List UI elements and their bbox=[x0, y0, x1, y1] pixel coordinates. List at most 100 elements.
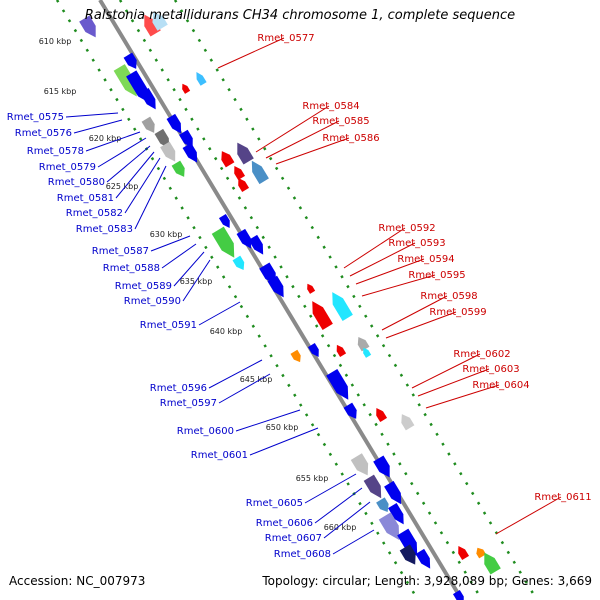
forward-gene-feature[interactable] bbox=[326, 368, 354, 403]
forward-gene-feature[interactable] bbox=[384, 480, 406, 507]
forward-gene-feature[interactable] bbox=[113, 64, 143, 100]
gene-arrow-shape[interactable] bbox=[211, 226, 241, 262]
reverse-gene-feature[interactable] bbox=[247, 158, 269, 185]
gene-label[interactable]: Rmet_0585 bbox=[312, 116, 369, 127]
gene-arrow-shape[interactable] bbox=[79, 15, 101, 40]
gene-label[interactable]: Rmet_0606 bbox=[256, 518, 313, 529]
gene-arrow-shape[interactable] bbox=[171, 160, 189, 180]
forward-gene-feature[interactable] bbox=[415, 548, 435, 571]
forward-gene-feature[interactable] bbox=[171, 160, 189, 180]
gene-label[interactable]: Rmet_0588 bbox=[103, 263, 160, 274]
reverse-gene-feature[interactable] bbox=[355, 335, 370, 352]
gene-arrow-shape[interactable] bbox=[123, 52, 141, 72]
gene-arrow-shape[interactable] bbox=[166, 113, 186, 136]
gene-label[interactable]: Rmet_0598 bbox=[420, 291, 477, 302]
reverse-gene-feature[interactable] bbox=[474, 546, 487, 559]
gene-arrow-shape[interactable] bbox=[355, 335, 370, 352]
gene-label[interactable]: Rmet_0593 bbox=[388, 238, 445, 249]
gene-arrow-shape[interactable] bbox=[373, 406, 388, 423]
gene-label[interactable]: Rmet_0594 bbox=[397, 254, 454, 265]
gene-label[interactable]: Rmet_0597 bbox=[160, 398, 217, 409]
reverse-gene-feature[interactable] bbox=[139, 11, 161, 37]
forward-gene-feature[interactable] bbox=[290, 349, 303, 364]
gene-arrow-shape[interactable] bbox=[384, 480, 406, 507]
gene-label[interactable]: Rmet_0575 bbox=[7, 112, 64, 123]
gene-arrow-shape[interactable] bbox=[307, 342, 322, 359]
gene-label[interactable]: Rmet_0587 bbox=[92, 246, 149, 257]
gene-arrow-shape[interactable] bbox=[290, 349, 303, 364]
gene-label[interactable]: Rmet_0590 bbox=[124, 296, 181, 307]
reverse-gene-feature[interactable] bbox=[327, 289, 353, 321]
gene-arrow-shape[interactable] bbox=[236, 228, 256, 251]
gene-arrow-shape[interactable] bbox=[361, 346, 372, 358]
reverse-gene-feature[interactable] bbox=[232, 139, 254, 165]
forward-gene-feature[interactable] bbox=[141, 116, 159, 136]
gene-label[interactable]: Rmet_0580 bbox=[48, 177, 105, 188]
gene-label[interactable]: Rmet_0579 bbox=[39, 162, 96, 173]
gene-arrow-shape[interactable] bbox=[139, 11, 161, 37]
gene-arrow-shape[interactable] bbox=[350, 453, 373, 479]
forward-gene-feature[interactable] bbox=[350, 453, 373, 479]
gene-arrow-shape[interactable] bbox=[376, 497, 392, 514]
forward-gene-feature[interactable] bbox=[363, 474, 387, 502]
gene-arrow-shape[interactable] bbox=[154, 128, 174, 151]
gene-arrow-shape[interactable] bbox=[452, 589, 467, 600]
gene-label[interactable]: Rmet_0608 bbox=[274, 549, 331, 560]
gene-arrow-shape[interactable] bbox=[399, 544, 421, 567]
gene-arrow-shape[interactable] bbox=[193, 70, 207, 86]
forward-gene-feature[interactable] bbox=[248, 234, 268, 257]
gene-arrow-shape[interactable] bbox=[232, 139, 254, 165]
gene-label[interactable]: Rmet_0581 bbox=[57, 193, 114, 204]
forward-gene-feature[interactable] bbox=[123, 52, 141, 72]
reverse-gene-feature[interactable] bbox=[235, 176, 250, 193]
gene-label[interactable]: Rmet_0595 bbox=[408, 270, 465, 281]
gene-label[interactable]: Rmet_0576 bbox=[15, 128, 72, 139]
gene-label[interactable]: Rmet_0602 bbox=[453, 349, 510, 360]
gene-arrow-shape[interactable] bbox=[326, 368, 354, 403]
gene-arrow-shape[interactable] bbox=[343, 402, 361, 422]
forward-gene-feature[interactable] bbox=[236, 228, 256, 251]
gene-label[interactable]: Rmet_0611 bbox=[534, 492, 591, 503]
gene-arrow-shape[interactable] bbox=[160, 141, 180, 165]
gene-arrow-shape[interactable] bbox=[334, 343, 347, 357]
gene-label[interactable]: Rmet_0583 bbox=[76, 224, 133, 235]
forward-gene-feature[interactable] bbox=[154, 128, 174, 151]
reverse-gene-feature[interactable] bbox=[334, 343, 347, 357]
reverse-gene-feature[interactable] bbox=[455, 544, 470, 561]
forward-gene-feature[interactable] bbox=[343, 402, 361, 422]
reverse-gene-feature[interactable] bbox=[307, 298, 333, 330]
forward-gene-feature[interactable] bbox=[373, 455, 395, 480]
gene-label[interactable]: Rmet_0601 bbox=[191, 450, 248, 461]
gene-arrow-shape[interactable] bbox=[218, 149, 235, 168]
forward-gene-feature[interactable] bbox=[267, 275, 289, 301]
reverse-gene-feature[interactable] bbox=[373, 406, 388, 423]
gene-arrow-shape[interactable] bbox=[363, 474, 387, 502]
forward-gene-feature[interactable] bbox=[179, 129, 197, 151]
gene-label[interactable]: Rmet_0604 bbox=[472, 380, 529, 391]
gene-arrow-shape[interactable] bbox=[479, 549, 501, 575]
forward-gene-feature[interactable] bbox=[378, 512, 405, 543]
gene-arrow-shape[interactable] bbox=[307, 298, 333, 330]
reverse-gene-feature[interactable] bbox=[479, 549, 501, 575]
gene-arrow-shape[interactable] bbox=[179, 129, 197, 151]
reverse-gene-feature[interactable] bbox=[218, 149, 235, 168]
gene-arrow-shape[interactable] bbox=[231, 164, 246, 181]
forward-gene-feature[interactable] bbox=[140, 87, 160, 112]
gene-arrow-shape[interactable] bbox=[180, 82, 191, 94]
gene-label[interactable]: Rmet_0582 bbox=[66, 208, 123, 219]
gene-label[interactable]: Rmet_0596 bbox=[150, 383, 207, 394]
reverse-gene-feature[interactable] bbox=[398, 412, 415, 431]
gene-arrow-shape[interactable] bbox=[218, 213, 233, 230]
gene-arrow-shape[interactable] bbox=[259, 262, 281, 287]
gene-label[interactable]: Rmet_0605 bbox=[246, 498, 303, 509]
forward-gene-feature[interactable] bbox=[182, 142, 202, 165]
reverse-gene-feature[interactable] bbox=[231, 164, 246, 181]
gene-arrow-shape[interactable] bbox=[267, 275, 289, 301]
reverse-gene-feature[interactable] bbox=[180, 82, 191, 94]
reverse-gene-feature[interactable] bbox=[148, 9, 168, 31]
forward-gene-feature[interactable] bbox=[259, 262, 281, 287]
forward-gene-feature[interactable] bbox=[218, 213, 233, 230]
forward-gene-feature[interactable] bbox=[388, 502, 408, 527]
gene-arrow-shape[interactable] bbox=[378, 512, 405, 543]
gene-label[interactable]: Rmet_0577 bbox=[257, 33, 314, 44]
